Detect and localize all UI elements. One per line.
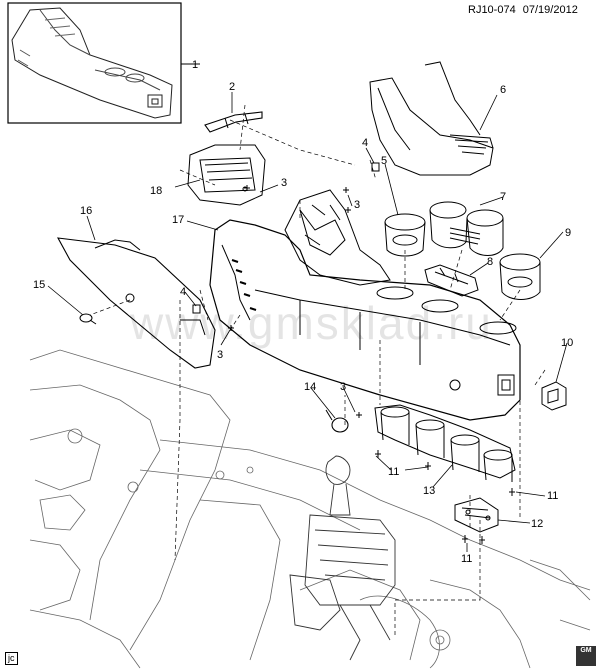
shifter-assembly [289, 455, 396, 661]
part-18-carrier [187, 144, 266, 206]
part-14-cap [325, 409, 349, 433]
callout-15: 15 [33, 279, 45, 291]
drawing-date: 07/19/2012 [522, 4, 578, 16]
artist-mark: jc [5, 652, 18, 665]
part-5-cup-insert [384, 213, 426, 257]
callout-11c: 11 [461, 553, 472, 565]
part-9-cup-insert [499, 253, 541, 300]
part-4-clip-left [192, 304, 201, 314]
drawing-ref: RJ10-074 [468, 4, 516, 16]
part-7-double-cup [429, 201, 504, 256]
callout-labels: 1 2 3 3 3 3 4 4 5 6 7 8 9 10 11 11 11 12… [33, 59, 573, 565]
callout-1: 1 [192, 59, 198, 71]
gm-logo: GM [576, 646, 596, 666]
callout-10: 10 [561, 337, 573, 349]
callout-2: 2 [229, 81, 235, 93]
part-15-push-pin [79, 313, 97, 325]
screws-part-3 [228, 185, 362, 418]
part-17-console-body [209, 189, 521, 421]
header-text: RJ10-074 07/19/2012 [468, 4, 578, 16]
callout-leaders [47, 92, 568, 552]
part-2-bracket [204, 111, 263, 133]
callout-5: 5 [381, 155, 387, 167]
callout-18: 18 [150, 185, 162, 197]
callout-8: 8 [487, 256, 493, 268]
callout-14: 14 [304, 381, 316, 393]
part-16-side-panel [57, 237, 216, 369]
part-13-cup-tray [374, 404, 516, 482]
inset-overview [7, 2, 200, 124]
callout-3a: 3 [281, 177, 287, 189]
callout-3b: 3 [354, 199, 360, 211]
part-4-clip-upper [371, 162, 380, 172]
part-12-bracket [454, 497, 499, 533]
part-10-outlet [541, 381, 567, 411]
callout-17: 17 [172, 214, 184, 226]
callout-9: 9 [565, 227, 571, 239]
part-6-trim-panel [369, 61, 494, 176]
screws-part-11 [375, 450, 515, 544]
callout-13: 13 [423, 485, 435, 497]
callout-11b: 11 [547, 490, 558, 502]
part-8-tray [424, 264, 479, 297]
callout-6: 6 [500, 84, 506, 96]
callout-4b: 4 [180, 286, 186, 298]
vehicle-floor-structure [29, 349, 591, 669]
callout-12: 12 [531, 518, 543, 530]
callout-3c: 3 [217, 349, 223, 361]
callout-7: 7 [500, 191, 506, 203]
callout-16: 16 [80, 205, 92, 217]
callout-11a: 11 [388, 466, 399, 478]
gm-logo-text: GM [580, 647, 592, 654]
callout-4a: 4 [362, 137, 368, 149]
callout-3d: 3 [340, 381, 346, 393]
